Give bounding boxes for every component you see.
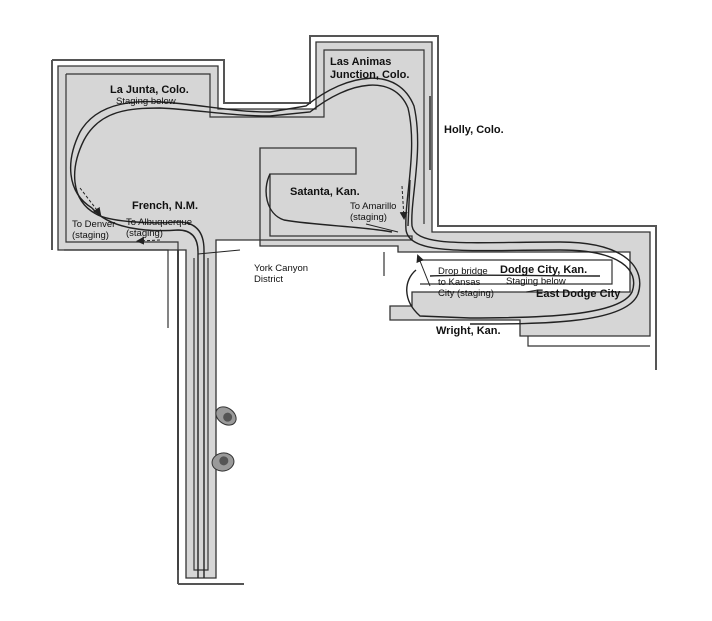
operator-figures	[211, 406, 237, 472]
label-french: French, N.M.	[132, 200, 199, 212]
main-line-track	[69, 77, 641, 578]
label-satanta: Satanta, Kan.	[290, 186, 360, 198]
label-dodge-city: Dodge City, Kan.	[500, 264, 588, 276]
label-holly: Holly, Colo.	[444, 124, 504, 136]
label-to-albuquerque: To Albuquerque (staging)	[126, 217, 193, 239]
label-drop-bridge: Drop bridge to Kansas City (staging)	[438, 266, 494, 299]
label-la-junta-staging: Staging below	[116, 96, 176, 107]
label-york-canyon: York Canyon District	[254, 263, 309, 285]
annotation-arrows	[79, 185, 539, 293]
label-east-dodge-city: East Dodge City	[536, 288, 621, 300]
label-to-denver: To Denver (staging)	[72, 219, 116, 241]
benchwork	[57, 41, 651, 579]
operator-2	[211, 452, 235, 472]
label-wright: Wright, Kan.	[436, 325, 501, 337]
operator-1	[215, 406, 237, 426]
label-dodge-city-staging: Staging below	[506, 276, 566, 287]
label-las-animas: Las Animas Junction, Colo.	[330, 56, 410, 81]
benchwork-shelf	[57, 41, 651, 579]
benchwork-edges	[64, 49, 650, 571]
label-la-junta: La Junta, Colo.	[110, 84, 189, 96]
label-to-amarillo: To Amarillo (staging)	[350, 201, 397, 223]
